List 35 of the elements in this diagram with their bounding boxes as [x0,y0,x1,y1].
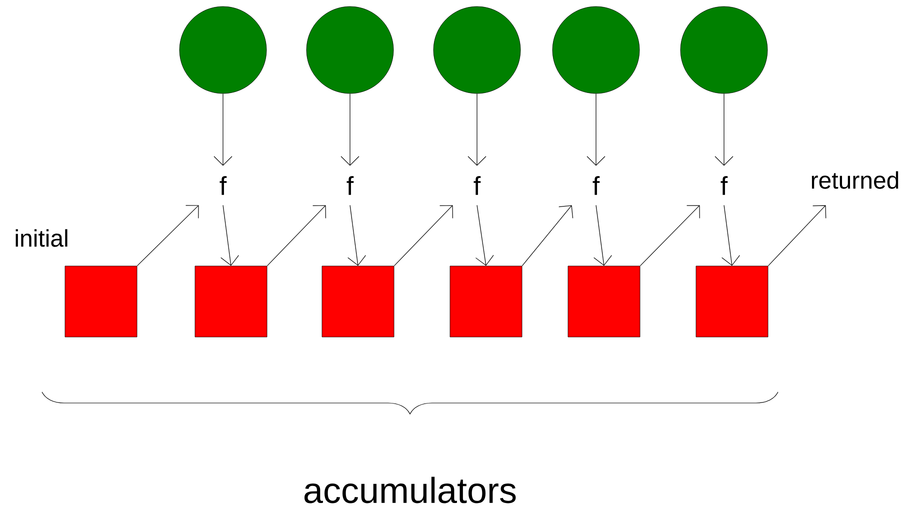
function-label: f [220,176,227,195]
square [568,266,640,338]
function-label: f [720,176,728,195]
caption-label: accumulators [304,476,516,504]
arrow [220,204,239,266]
arrow [266,205,326,266]
function-label: f [592,176,600,195]
circle [179,6,267,94]
square [450,266,522,338]
arrow [468,93,486,166]
arrow [394,205,454,266]
arrow [714,93,734,166]
arrow [136,205,199,266]
arrow [214,93,232,166]
square [64,266,138,338]
square [696,266,768,338]
arrow [640,205,700,266]
arrow [586,93,606,166]
function-label: f [346,176,354,195]
circle [306,6,394,94]
arrow [348,204,366,266]
text-label: initial [16,229,68,247]
arrow [768,205,826,266]
circle [552,6,640,94]
arrow [475,204,494,266]
arrow [340,93,360,166]
arrow [522,205,574,266]
arrow [594,204,612,266]
arrow [722,204,740,266]
square [194,266,268,338]
square [322,266,394,338]
output-label: returned [812,171,898,189]
circle [433,6,521,94]
function-label: f [474,176,481,195]
circle [680,6,768,94]
